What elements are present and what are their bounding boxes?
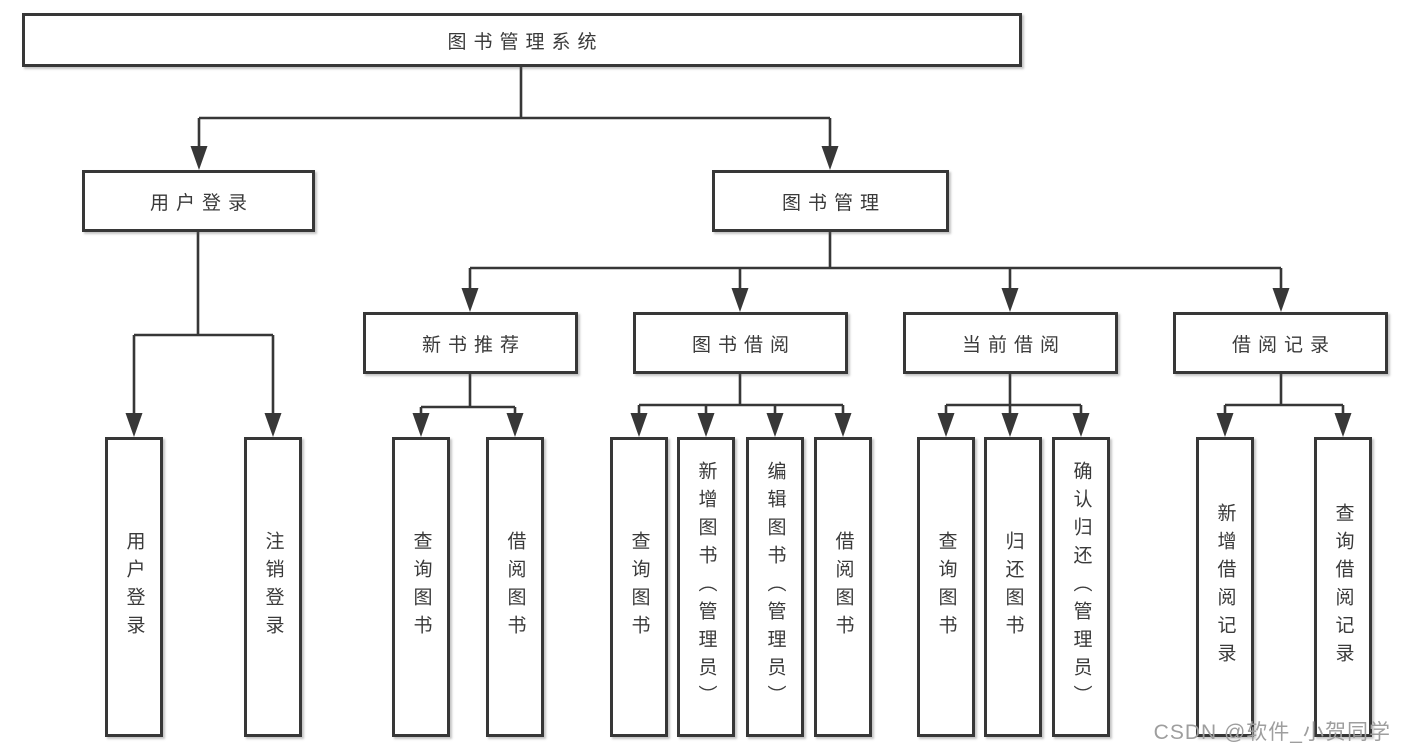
node-current-borrowing: 当前借阅 [903,312,1118,374]
leaf-add-borrow-record: 新增借阅记录 [1196,437,1254,737]
leaf-return-book: 归还图书 [984,437,1042,737]
leaf-confirm-return-admin: 确认归还（管理员） [1052,437,1110,737]
leaf-add-book-admin: 新增图书（管理员） [677,437,735,737]
leaf-edit-book-admin: 编辑图书（管理员） [746,437,804,737]
node-root-system: 图书管理系统 [22,13,1022,67]
node-borrow-records: 借阅记录 [1173,312,1388,374]
leaf-user-login: 用户登录 [105,437,163,737]
leaf-query-borrow-record: 查询借阅记录 [1314,437,1372,737]
csdn-watermark: CSDN @软件_小贺同学 [1153,721,1391,744]
leaf-query-books-borrowing: 查询图书 [610,437,668,737]
node-new-book-recommend: 新书推荐 [363,312,578,374]
node-user-login: 用户登录 [82,170,315,232]
leaf-logout: 注销登录 [244,437,302,737]
leaf-query-books-recommend: 查询图书 [392,437,450,737]
leaf-query-books-current: 查询图书 [917,437,975,737]
leaf-borrow-books-borrowing: 借阅图书 [814,437,872,737]
node-book-borrowing: 图书借阅 [633,312,848,374]
node-book-management: 图书管理 [712,170,949,232]
leaf-borrow-books-recommend: 借阅图书 [486,437,544,737]
